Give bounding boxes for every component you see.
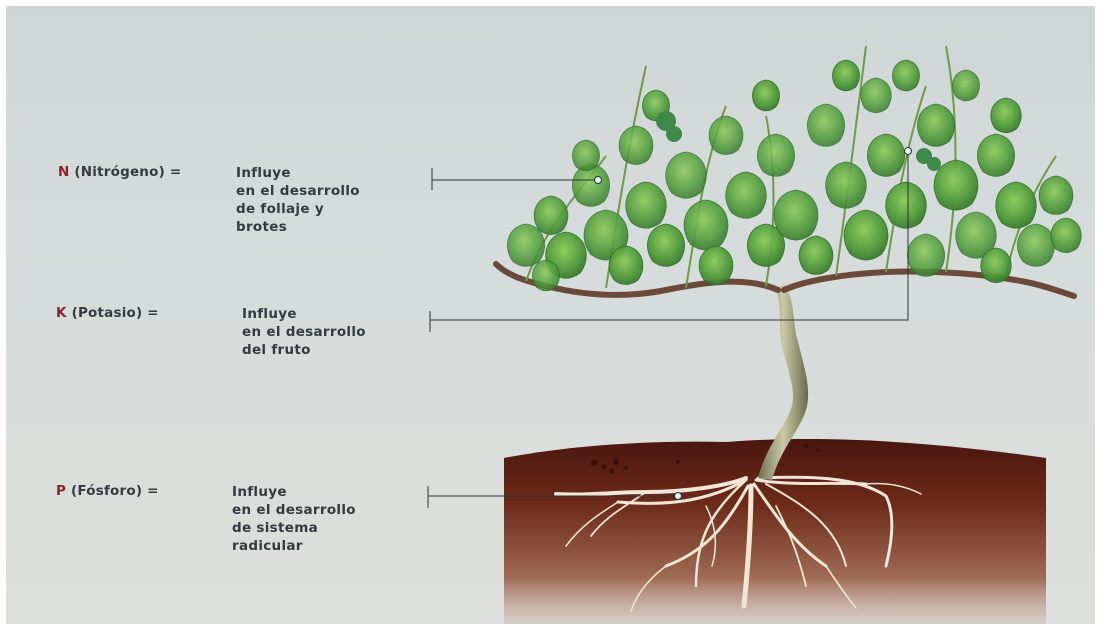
description-line: de follaje y [236,200,360,218]
vine-leaf [996,182,1037,228]
description-line: brotes [236,218,360,236]
vine-leaf [534,196,568,235]
description-line: Influye [236,164,360,182]
nutrient-p-heading: P (Fósforo) = [56,483,159,499]
vine-leaf [892,60,919,91]
nutrient-n-symbol: N [58,164,70,180]
vine-leaf [619,126,653,165]
vine-leaf [666,152,707,198]
vine-leaf [532,260,559,291]
nutrient-n-description: Influye en el desarrollo de follaje y br… [236,164,360,236]
description-line: del fruto [242,341,366,359]
vine-leaf [934,160,978,210]
description-line: radicular [232,537,356,555]
description-line: Influye [242,305,366,323]
description-line: Influye [232,483,356,501]
vine-leaf [609,246,643,285]
vine-leaf [867,134,904,176]
vine-leaf [1051,218,1081,253]
vine-leaf [699,246,733,285]
vine-leaf [709,116,743,155]
vine-leaf [684,200,728,250]
vine-leaf [647,224,684,266]
nutrient-p-name: (Fósforo) = [71,483,159,499]
vine-leaf [907,234,944,276]
vine-leaf [861,78,891,113]
vine-leaf [572,164,609,206]
vine-leaf [757,134,794,176]
description-line: en el desarrollo [242,323,366,341]
nutrient-n-heading: N (Nitrógeno) = [58,164,181,180]
vine-leaf [991,98,1021,133]
vine-illustration [6,6,1095,624]
nutrient-p-description: Influye en el desarrollo de sistema radi… [232,483,356,555]
vine-leaf [807,104,844,146]
diagram-frame: N (Nitrógeno) = Influye en el desarrollo… [6,6,1095,624]
vine-leaf [832,60,859,91]
vine-leaf [977,134,1014,176]
vine-leaf [799,236,833,275]
nutrient-k-name: (Potasio) = [72,305,159,321]
vine-leaf [752,80,779,111]
vine-leaf [952,70,979,101]
description-line: de sistema [232,519,356,537]
description-line: en el desarrollo [236,182,360,200]
vine-leaf [1039,176,1073,215]
nutrient-n-name: (Nitrógeno) = [74,164,181,180]
nutrient-p-symbol: P [56,483,66,499]
nutrient-k-heading: K (Potasio) = [56,305,159,321]
vine-leaf [844,210,888,260]
vine-leaf [774,190,818,240]
vine-leaf [886,182,927,228]
vine-leaf [572,140,599,171]
nutrient-k-description: Influye en el desarrollo del fruto [242,305,366,359]
nutrient-k-symbol: K [56,305,67,321]
description-line: en el desarrollo [232,501,356,519]
foliage [507,60,1081,291]
vine-leaf [917,104,954,146]
vine-leaf [626,182,667,228]
vine-leaf [826,162,867,208]
vine-leaf [1017,224,1054,266]
vine-leaf [726,172,767,218]
vine-leaf [981,248,1011,283]
